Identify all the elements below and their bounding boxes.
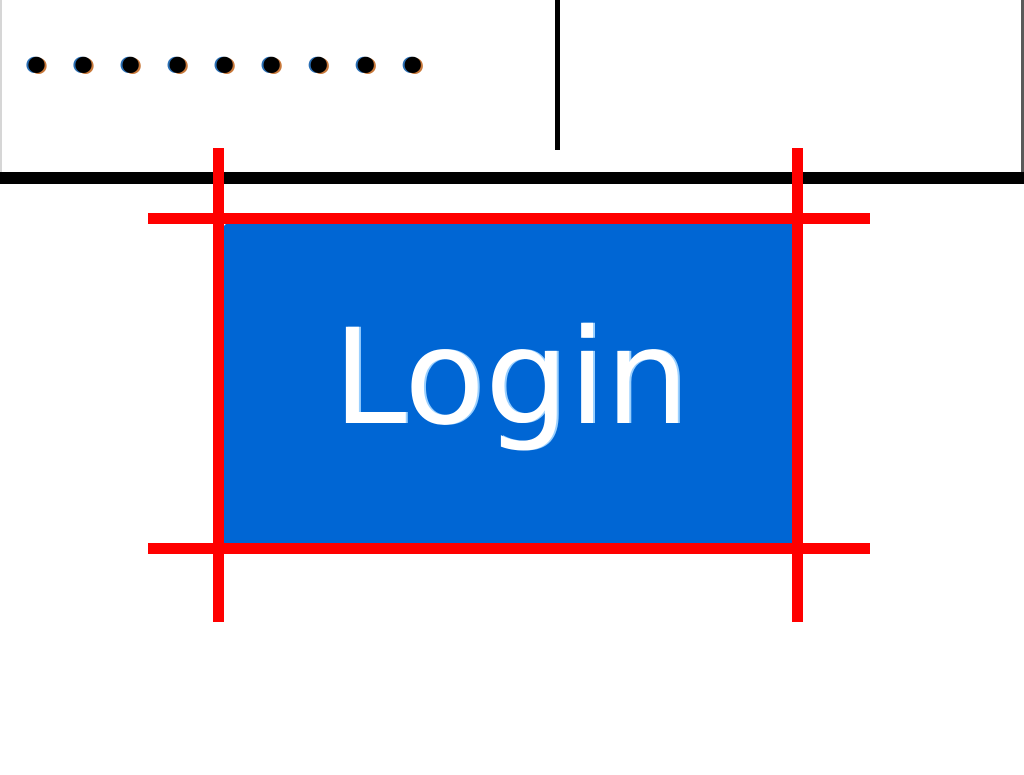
password-field-underline (0, 172, 1024, 184)
login-button[interactable]: Login (222, 222, 800, 550)
highlight-line-bottom (148, 543, 870, 554)
text-caret-icon (555, 0, 560, 150)
highlight-line-left (213, 148, 224, 622)
highlight-line-right (792, 148, 803, 622)
highlight-line-top (148, 213, 870, 224)
password-masked-value: ••••••••• (20, 35, 444, 100)
password-field[interactable]: ••••••••• (0, 0, 1024, 172)
login-button-label: Login (332, 301, 690, 455)
